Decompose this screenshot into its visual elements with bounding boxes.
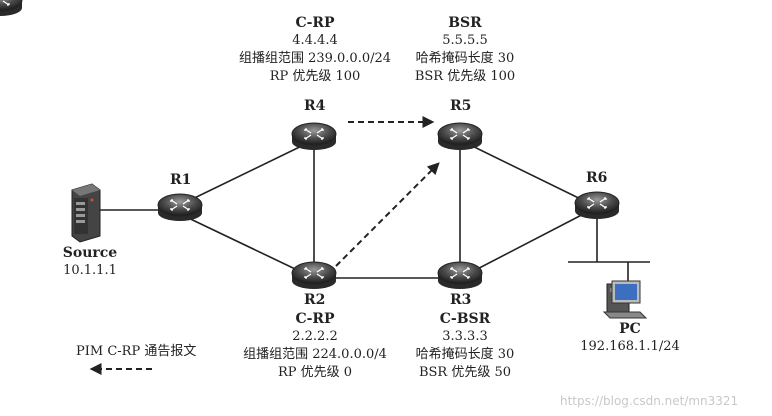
source-label: Source	[62, 245, 118, 261]
r2-group-range: 组播组范围 224.0.0.0/4	[243, 347, 387, 362]
link-r1-r4	[179, 139, 315, 206]
router-r3-label: R3	[450, 292, 472, 308]
link-r1-r2	[179, 213, 315, 279]
r3-priority: BSR 优先级 50	[418, 365, 512, 380]
r5-info: BSR 5.5.5.5 哈希掩码长度 30 BSR 优先级 100	[395, 14, 535, 86]
r2-role: C-RP	[295, 311, 335, 327]
r2-address: 2.2.2.2	[292, 329, 338, 344]
source-address: 10.1.1.1	[63, 263, 117, 278]
router-r2-label: R2	[304, 292, 326, 308]
router-r5-icon	[437, 122, 483, 151]
router-r1-label: R1	[170, 172, 192, 188]
pc-address: 192.168.1.1/24	[580, 339, 680, 354]
r4-info: C-RP 4.4.4.4 组播组范围 239.0.0.0/24 RP 优先级 1…	[210, 14, 420, 86]
server-icon	[71, 183, 101, 243]
pc-label: PC	[619, 321, 641, 337]
legend-label: PIM C-RP 通告报文	[76, 344, 197, 359]
router-r5-label: R5	[450, 98, 472, 114]
router-r6-label: R6	[586, 170, 608, 186]
link-r5-r6	[459, 139, 598, 208]
router-r1-icon	[157, 193, 203, 222]
router-r4-icon	[291, 122, 337, 151]
r4-role: C-RP	[295, 15, 335, 31]
pc-info: PC 192.168.1.1/24	[560, 320, 700, 356]
router-r4-label: R4	[304, 98, 326, 114]
r3-hash-mask: 哈希掩码长度 30	[415, 347, 515, 362]
source-info: Source 10.1.1.1	[40, 244, 140, 280]
r3-info: C-BSR 3.3.3.3 哈希掩码长度 30 BSR 优先级 50	[395, 310, 535, 382]
r2-priority: RP 优先级 0	[277, 365, 353, 380]
pc-icon	[602, 280, 648, 319]
router-r2-icon	[291, 261, 337, 290]
watermark: https://blog.csdn.net/mn3321	[560, 394, 739, 408]
r4-priority: RP 优先级 100	[269, 69, 361, 84]
r3-address: 3.3.3.3	[442, 329, 488, 344]
r3-role: C-BSR	[439, 311, 491, 327]
r5-role: BSR	[448, 15, 482, 31]
r4-address: 4.4.4.4	[292, 33, 338, 48]
r4-group-range: 组播组范围 239.0.0.0/24	[238, 51, 392, 66]
r5-address: 5.5.5.5	[442, 33, 488, 48]
crp-advert-r2-r5	[335, 162, 440, 267]
r5-priority: BSR 优先级 100	[414, 69, 516, 84]
r5-hash-mask: 哈希掩码长度 30	[415, 51, 515, 66]
r2-info: C-RP 2.2.2.2 组播组范围 224.0.0.0/4 RP 优先级 0	[210, 310, 420, 382]
router-r3-icon	[437, 261, 483, 290]
router-r6-icon	[574, 191, 620, 220]
link-r3-r6	[459, 206, 598, 279]
router-icon	[0, 0, 23, 16]
